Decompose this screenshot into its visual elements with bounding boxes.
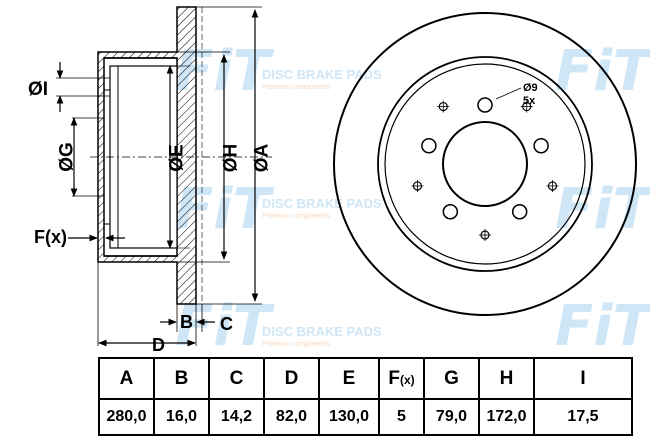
spec-header-f: F(x): [378, 357, 425, 400]
watermark-logo: FiT: [555, 39, 650, 104]
spec-header-d: D: [263, 357, 320, 400]
spec-header-a: A: [98, 357, 155, 400]
spec-table: A B C D E F(x) G H I 280,0 16,0 14,2 82,…: [98, 357, 633, 436]
spec-value-i: 17,5: [533, 398, 633, 436]
spec-table-value-row: 280,0 16,0 14,2 82,0 130,0 5 79,0 172,0 …: [98, 398, 633, 436]
spec-header-h: H: [478, 357, 535, 400]
center-bore: [442, 121, 528, 207]
spec-value-h: 172,0: [478, 398, 535, 436]
spec-header-b: B: [153, 357, 210, 400]
bolt-hole: [533, 138, 549, 154]
watermark-subtitle: Premium components: [262, 341, 331, 348]
bolt-hole: [477, 97, 493, 113]
spec-table-header-row: A B C D E F(x) G H I: [98, 357, 633, 400]
dimension-f-label: F(x): [34, 227, 67, 247]
bolt-hole: [511, 203, 528, 220]
watermark-title: DISC BRAKE PADS: [262, 196, 382, 211]
dimension-b-label: B: [180, 312, 193, 332]
spec-header-i: I: [533, 357, 633, 400]
dimension-g-label: ØG: [57, 142, 78, 172]
spec-value-g: 79,0: [423, 398, 480, 436]
spec-header-g: G: [423, 357, 480, 400]
watermark-title: DISC BRAKE PADS: [262, 324, 382, 339]
dimension-labels: ØA ØH ØE ØG ØI F(x) B C D: [28, 79, 273, 355]
spec-value-f: 5: [378, 398, 425, 436]
dimension-lines: [56, 9, 259, 347]
spec-value-c: 14,2: [208, 398, 265, 436]
spec-value-e: 130,0: [318, 398, 380, 436]
dimension-h-label: ØH: [221, 144, 242, 173]
spec-value-a: 280,0: [98, 398, 155, 436]
watermark-logo: FiT: [555, 177, 650, 242]
watermark-subtitle: Premium components: [262, 213, 331, 220]
spec-header-e: E: [318, 357, 380, 400]
bolt-hole: [421, 138, 437, 154]
bolt-diameter-label: Ø9: [523, 82, 538, 94]
cross-section-view: [90, 6, 272, 305]
watermark-title: DISC BRAKE PADS: [262, 67, 382, 82]
bolt-hole: [442, 203, 459, 220]
dimension-d-label: D: [152, 335, 165, 355]
bolt-holes: [411, 97, 559, 241]
watermark-logo: FiT: [175, 294, 274, 359]
dimension-e-label: ØE: [167, 144, 188, 171]
dimension-c-label: C: [220, 314, 233, 334]
outer-disc-edge: [333, 12, 637, 316]
spec-header-c: C: [208, 357, 265, 400]
spec-value-b: 16,0: [153, 398, 210, 436]
dimension-i-label: ØI: [28, 79, 48, 100]
spec-value-d: 82,0: [263, 398, 320, 436]
front-view: Ø9 5x: [333, 12, 637, 316]
watermark-logo: FiT: [555, 294, 650, 359]
bolt-count-label: 5x: [523, 95, 536, 107]
watermark-subtitle: Premium components: [262, 84, 331, 91]
dimension-a-label: ØA: [252, 143, 273, 172]
friction-ring-inner-edge: [377, 56, 593, 272]
